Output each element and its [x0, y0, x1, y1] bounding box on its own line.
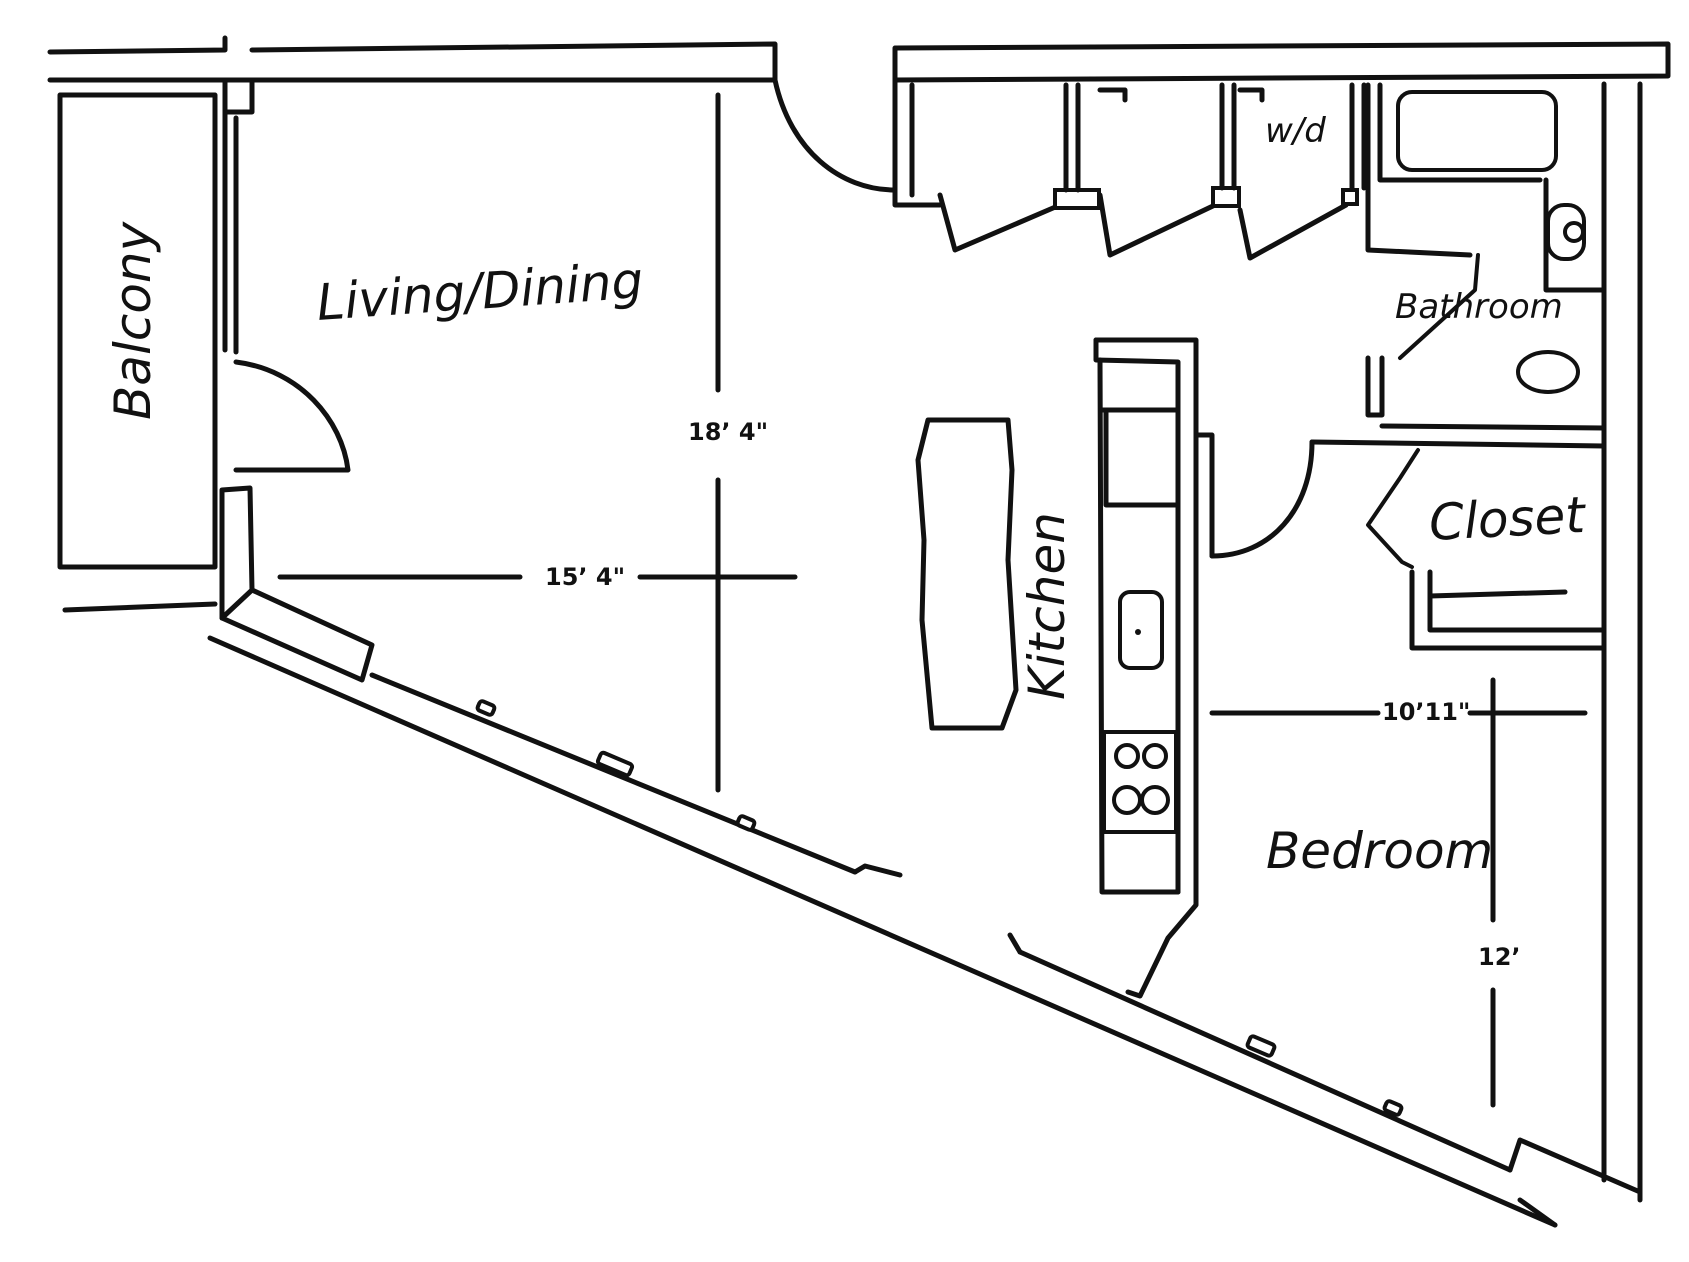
kitchen-counter — [1093, 337, 1199, 999]
bathroom-sink — [1516, 350, 1580, 394]
balcony — [57, 92, 218, 613]
stove — [1102, 730, 1178, 834]
room-label-bathroom: Bathroom — [1395, 287, 1563, 327]
dimension-label-bedroom-width: 10’11" — [1382, 698, 1470, 726]
dimension-label-living-height: 18’ 4" — [688, 418, 768, 446]
bedroom-door — [1193, 432, 1315, 559]
dimension-label-living-width: 15’ 4" — [545, 563, 625, 591]
entry-door-swing — [772, 77, 898, 193]
storage-closets — [892, 77, 1367, 261]
bathtub — [1396, 90, 1558, 172]
kitchen-sink — [1118, 590, 1164, 670]
dimension-label-bedroom-height: 12’ — [1478, 943, 1521, 971]
left-wall — [219, 109, 351, 621]
room-label-washer-dryer: w/d — [1265, 111, 1326, 151]
bathroom — [1309, 82, 1607, 449]
kitchen-island — [915, 417, 1019, 731]
top-wall-right — [892, 41, 1671, 83]
room-label-balcony: Balcony — [104, 220, 162, 420]
diagonal-window-wall — [207, 587, 1643, 1228]
room-label-closet: Closet — [1428, 486, 1589, 552]
bedroom-closet — [1366, 448, 1607, 651]
balcony-door-swing — [233, 359, 351, 473]
room-label-kitchen: Kitchen — [1018, 512, 1076, 700]
right-wall — [1601, 81, 1643, 1203]
top-wall-left — [47, 35, 778, 115]
room-label-bedroom: Bedroom — [1266, 822, 1493, 880]
room-label-living-dining: Living/Dining — [315, 251, 645, 332]
bedroom-door-swing — [1209, 439, 1315, 559]
